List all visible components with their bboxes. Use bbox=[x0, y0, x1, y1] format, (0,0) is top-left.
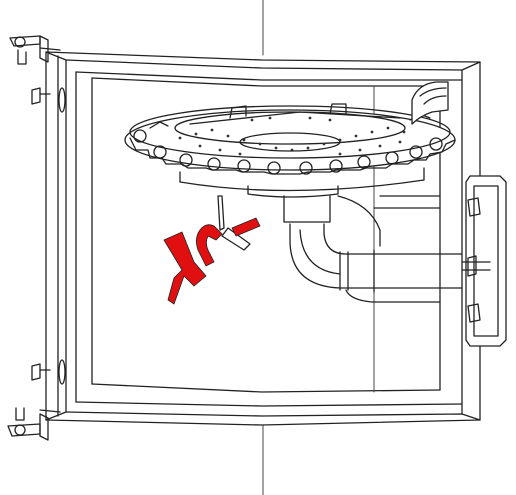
burner-ports bbox=[178, 116, 406, 156]
igniter-bracket-red bbox=[163, 231, 207, 305]
top-inlet-elbow bbox=[411, 81, 449, 125]
burner-base-drum bbox=[179, 167, 425, 198]
bottom-mounting-bracket bbox=[7, 407, 61, 441]
top-mounting-bracket bbox=[9, 35, 61, 65]
electrode-holder bbox=[217, 195, 251, 251]
highlighted-ignition-parts bbox=[163, 217, 261, 305]
igniter-clip-red bbox=[196, 224, 223, 267]
gas-pipe bbox=[283, 195, 463, 303]
left-panel-bolts bbox=[31, 87, 51, 381]
igniter-rod-red bbox=[231, 217, 261, 237]
right-mounting-plate bbox=[461, 175, 507, 347]
burner-disk bbox=[124, 103, 456, 175]
housing-box bbox=[45, 51, 481, 426]
